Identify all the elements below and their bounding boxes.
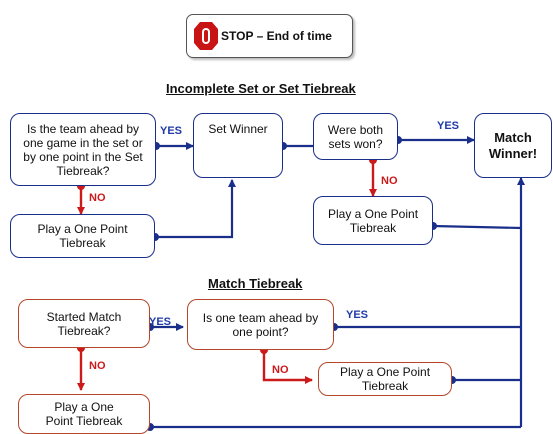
team-ahead-question-box: Is the team ahead by one game in the set…	[10, 113, 156, 186]
one-team-ahead-question-box: Is one team ahead by one point?	[187, 299, 334, 350]
section-heading-set: Incomplete Set or Set Tiebreak	[166, 81, 356, 96]
started-match-tiebreak-box: Started Match Tiebreak?	[18, 299, 150, 348]
yes-label: YES	[160, 125, 183, 137]
stop-sign-icon	[194, 22, 218, 50]
stop-end-of-time-box: STOP – End of time	[186, 14, 353, 58]
no-label: NO	[381, 175, 398, 187]
yes-connectors	[150, 136, 521, 331]
match-winner-box: Match Winner!	[474, 113, 552, 178]
both-sets-question-box: Were both sets won?	[313, 113, 398, 160]
play-one-point-sets-won-box: Play a One Point Tiebreak	[313, 196, 433, 245]
arrow-one-team-ahead-no	[262, 350, 313, 384]
stop-text: STOP – End of time	[221, 29, 332, 43]
no-connectors	[77, 160, 377, 391]
play-one-point-match-bottom-box: Play a One Point Tiebreak	[18, 394, 150, 434]
set-winner-box: Set Winner	[193, 113, 283, 178]
section-heading-match: Match Tiebreak	[208, 276, 303, 291]
line-play-set-to-set-winner	[155, 179, 236, 239]
play-one-point-match-no-box: Play a One Point Tiebreak	[318, 362, 452, 396]
no-label: NO	[272, 364, 289, 376]
no-label: NO	[89, 360, 106, 372]
yes-label: YES	[149, 316, 172, 328]
line-sets-won-tiebreak-to-collector	[432, 224, 522, 230]
return-connectors	[150, 177, 525, 429]
no-label: NO	[89, 192, 106, 204]
yes-label: YES	[437, 120, 460, 132]
yes-label: YES	[346, 309, 369, 321]
play-one-point-set-box: Play a One Point Tiebreak	[10, 214, 155, 258]
